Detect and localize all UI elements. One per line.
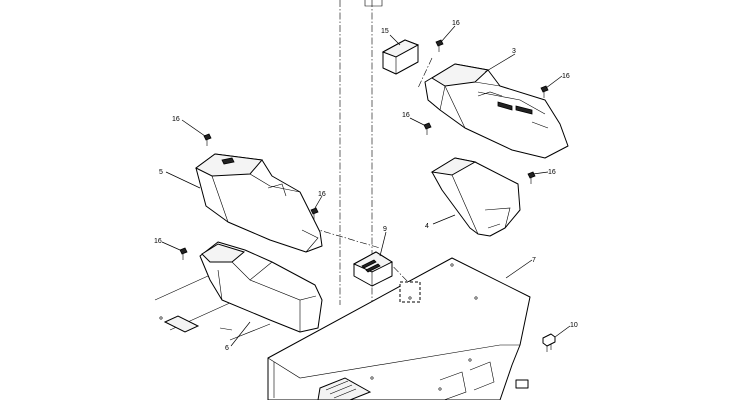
screw-parts-16 [179,39,549,260]
floor-panel-part-7 [267,257,531,400]
bolt-part-10 [542,333,556,352]
callout-16-right-upper: 16 [562,73,570,80]
callout-16-right-lower: 16 [548,169,556,176]
leader-lines [161,25,571,347]
callout-3: 3 [512,48,516,55]
callout-16-left-mid: 16 [318,191,326,198]
callout-16-top: 16 [452,20,460,27]
callout-7: 7 [532,257,536,264]
callout-9: 9 [383,226,387,233]
callout-10: 10 [570,322,578,329]
console-cover-part-5 [195,153,323,253]
connector-module-part-9 [352,251,394,287]
lower-panel-part-4 [430,157,521,237]
callout-4: 4 [425,223,429,230]
callout-16-left-upper: 16 [172,116,180,123]
callout-5: 5 [159,169,163,176]
callout-labels: 15 16 3 16 16 4 16 16 5 16 9 16 7 6 10 [154,20,578,352]
tray-part-15 [381,39,420,75]
console-cover-part-3 [424,63,569,159]
callout-15: 15 [381,28,389,35]
callout-16-mid: 16 [402,112,410,119]
callout-16-left-lower: 16 [154,238,162,245]
callout-6: 6 [225,345,229,352]
lower-panel-part-6 [199,241,323,333]
